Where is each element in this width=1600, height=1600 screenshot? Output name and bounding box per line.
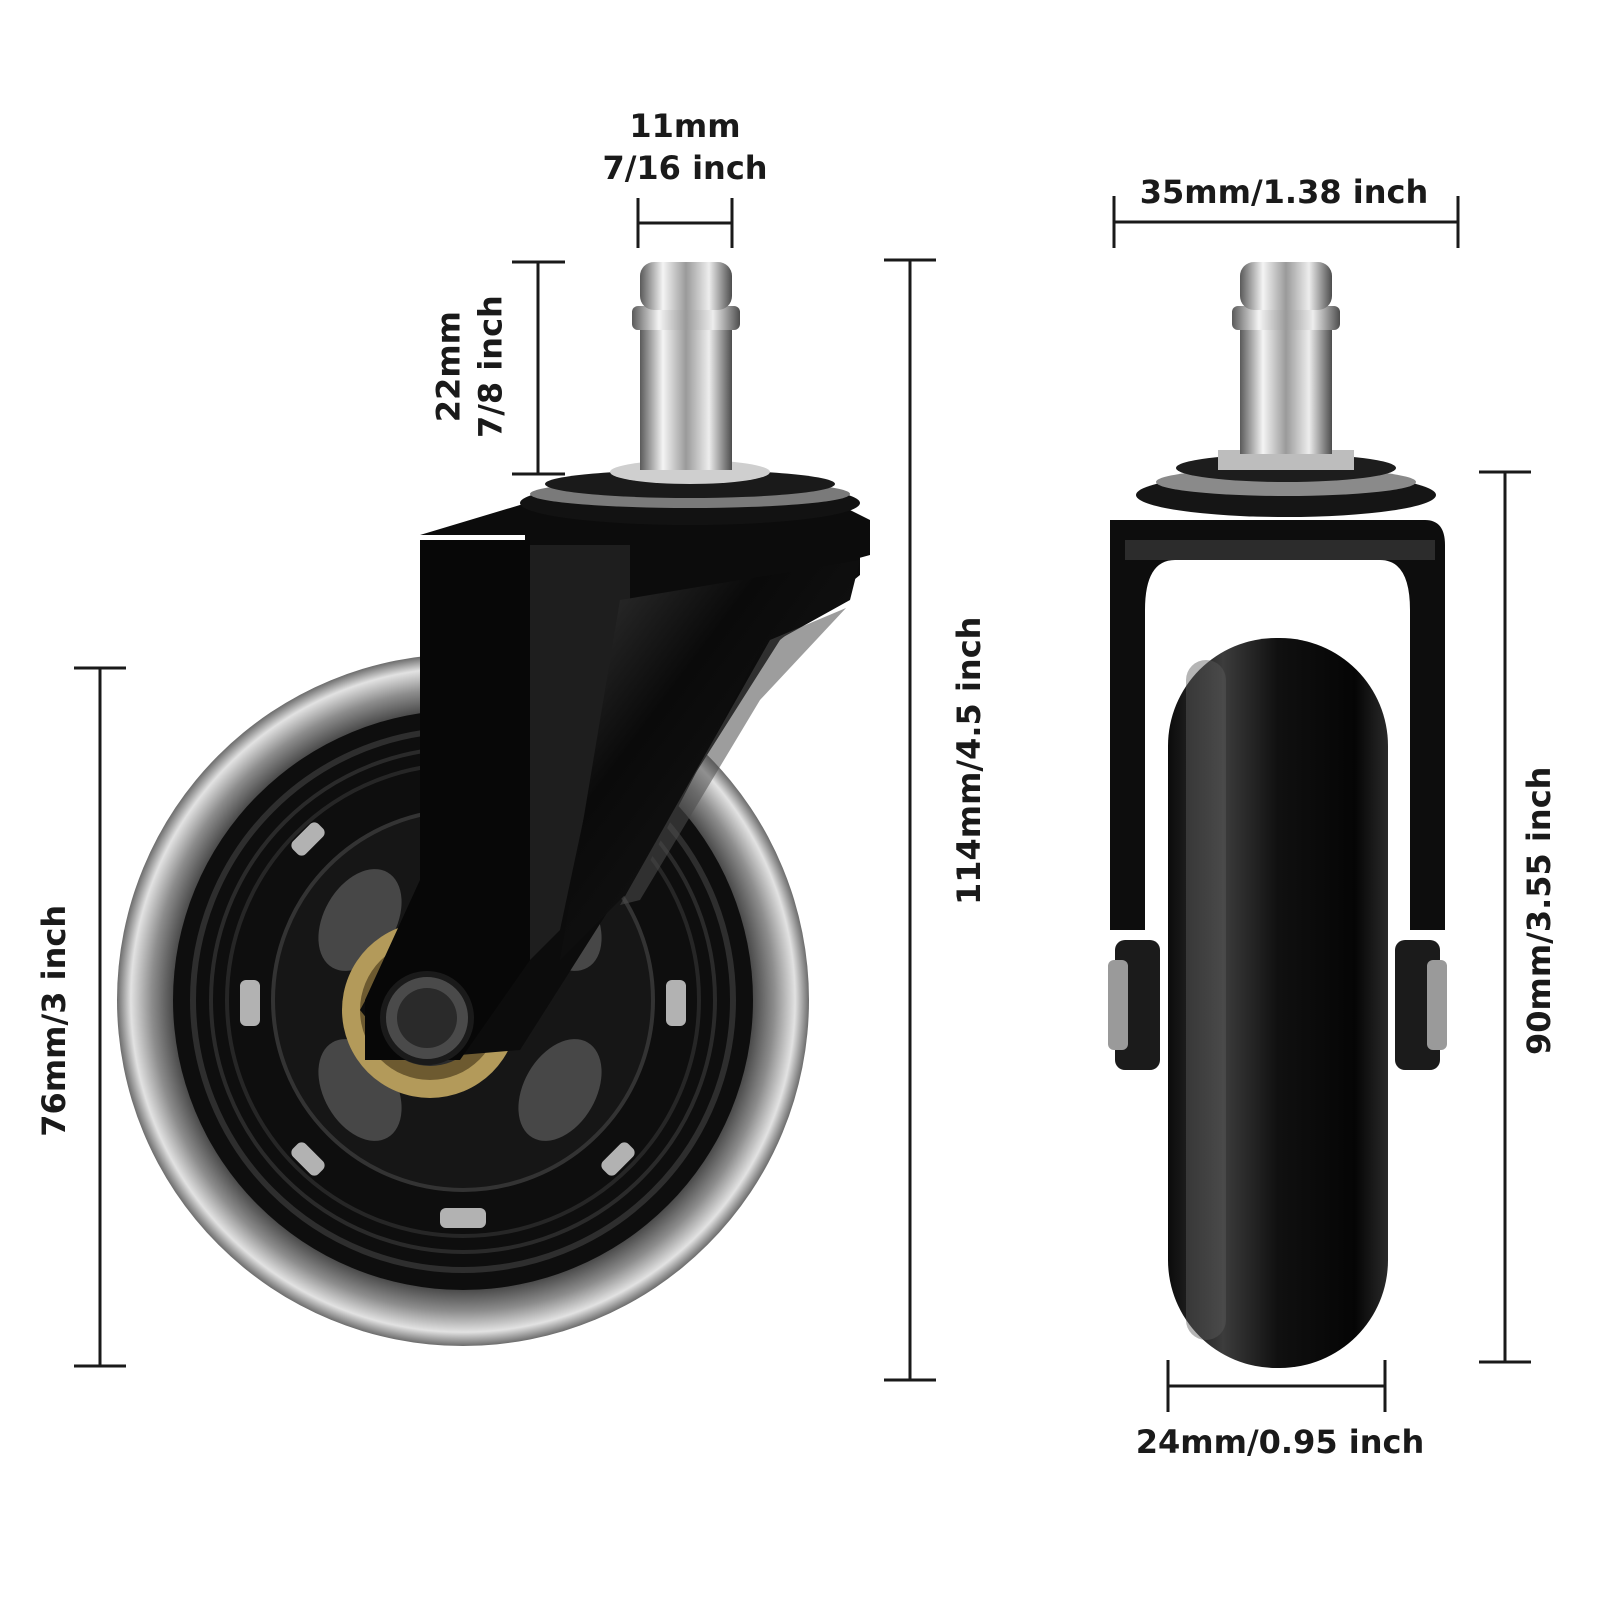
stem-diameter-label: 11mm 7/16 inch — [585, 106, 785, 189]
dim-line-stem-diameter — [636, 198, 734, 248]
left-fork — [360, 505, 870, 1065]
dim-line-wheel-width — [1166, 1360, 1387, 1412]
stem-diameter-inch: 7/16 inch — [602, 148, 768, 187]
dim-line-top-width — [1112, 196, 1460, 248]
right-swivel-plate — [1136, 450, 1436, 517]
right-stem — [1232, 262, 1340, 454]
right-caster — [1108, 262, 1447, 1368]
dim-line-wheel-diameter — [74, 666, 126, 1368]
left-stem — [632, 262, 740, 470]
right-fork — [1108, 520, 1447, 1070]
stem-diameter-mm: 11mm — [629, 107, 741, 145]
stem-length-inch: 7/8 inch — [471, 295, 509, 439]
left-swivel-plate — [520, 460, 860, 525]
wheel-diameter-label: 76mm/3 inch — [35, 904, 74, 1137]
left-caster — [117, 262, 870, 1346]
body-height-label: 90mm/3.55 inch — [1520, 766, 1559, 1056]
wheel-width-label: 24mm/0.95 inch — [1135, 1423, 1425, 1461]
dim-line-body-height — [1479, 470, 1531, 1364]
total-height-label: 114mm/4.5 inch — [950, 616, 989, 906]
right-wheel — [1168, 638, 1388, 1368]
stem-length-mm: 22mm — [429, 310, 468, 423]
dim-line-stem-length — [512, 260, 565, 476]
top-width-label: 35mm/1.38 inch — [1139, 173, 1429, 211]
stem-length-label: 22mm 7/8 inch — [428, 267, 511, 467]
dim-line-total-height — [884, 258, 936, 1382]
